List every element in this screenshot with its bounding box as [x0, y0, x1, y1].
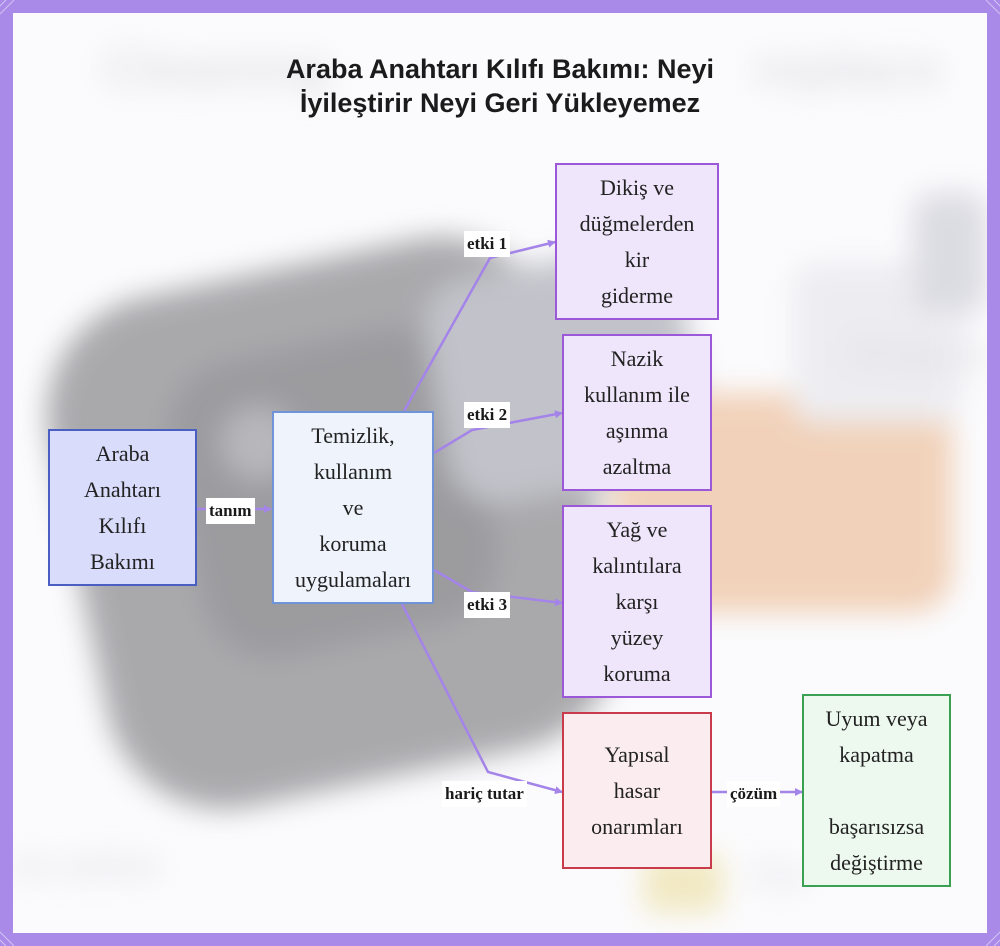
node-root: Araba Anahtarı Kılıfı Bakımı: [48, 429, 197, 586]
edge-label-definition: tanım: [206, 498, 255, 524]
edge-label-effect-3: etki 3: [464, 592, 510, 618]
edge-label-excludes: hariç tutar: [442, 781, 527, 807]
edge-practices-to-effect1: [404, 242, 555, 411]
node-solution-label: Uyum veya kapatma başarısızsa değiştirme: [825, 701, 927, 881]
node-effect-3-label: Yağ ve kalıntılara karşı yüzey koruma: [592, 512, 681, 692]
node-root-label: Araba Anahtarı Kılıfı Bakımı: [84, 436, 161, 580]
diagram-title-line-2: İyileştirir Neyi Geri Yükleyemez: [0, 86, 1000, 120]
node-effect-1-label: Dikiş ve düğmelerden kir giderme: [580, 170, 695, 314]
node-effect-2: Nazik kullanım ile aşınma azaltma: [562, 334, 712, 491]
node-practices: Temizlik, kullanım ve koruma uygulamalar…: [272, 411, 434, 604]
edge-practices-to-structural: [402, 604, 562, 792]
edge-label-effect-1: etki 1: [464, 231, 510, 257]
node-effect-2-label: Nazik kullanım ile aşınma azaltma: [584, 341, 690, 485]
node-solution: Uyum veya kapatma başarısızsa değiştirme: [802, 694, 951, 887]
node-structural-label: Yapısal hasar onarımları: [591, 737, 683, 845]
node-effect-1: Dikiş ve düğmelerden kir giderme: [555, 163, 719, 320]
node-effect-3: Yağ ve kalıntılara karşı yüzey koruma: [562, 505, 712, 698]
node-structural: Yapısal hasar onarımları: [562, 712, 712, 869]
edge-label-solution: çözüm: [727, 781, 780, 807]
diagram-title-line-1: Araba Anahtarı Kılıfı Bakımı: Neyi: [0, 52, 1000, 86]
node-practices-label: Temizlik, kullanım ve koruma uygulamalar…: [295, 418, 411, 598]
edge-label-effect-2: etki 2: [464, 402, 510, 428]
